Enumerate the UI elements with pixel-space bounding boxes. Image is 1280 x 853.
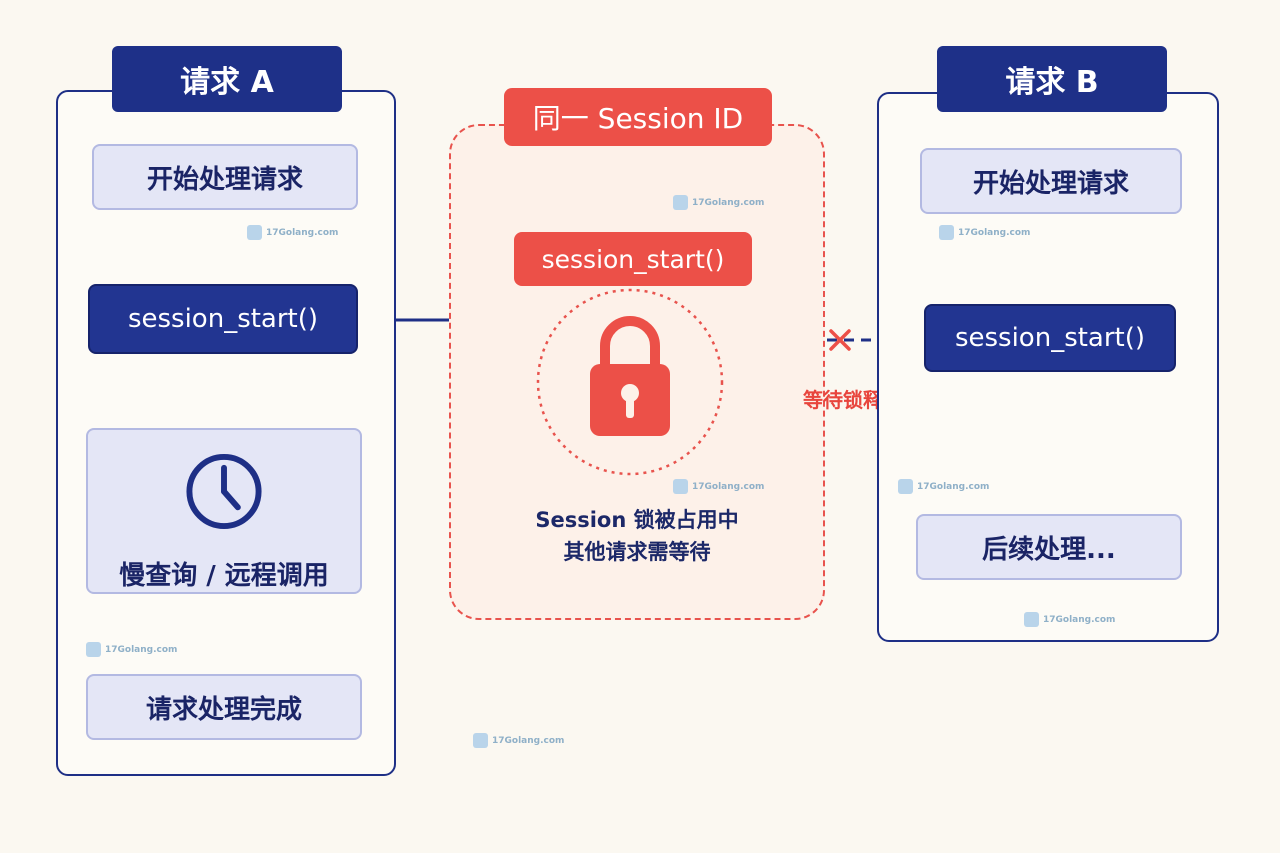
session-id-title: 同一 Session ID [504, 88, 772, 146]
watermark-text: 17Golang.com [105, 644, 178, 655]
lock-area [536, 288, 724, 476]
watermark-text: 17Golang.com [692, 481, 765, 492]
lock-status-line-2: 其他请求需等待 [563, 540, 711, 564]
watermark-text: 17Golang.com [266, 227, 339, 238]
blocked-x-icon [829, 329, 851, 351]
lock-status-line-1: Session 锁被占用中 [535, 508, 739, 532]
request-b-start-step: 开始处理请求 [920, 148, 1182, 214]
request-b-next-step: 后续处理... [916, 514, 1182, 580]
watermark-text: 17Golang.com [917, 481, 990, 492]
watermark-logo-icon [247, 225, 262, 240]
watermark-logo-icon [673, 479, 688, 494]
watermark-logo-icon [86, 642, 101, 657]
request-a-slow-step: 慢查询 / 远程调用 [86, 428, 362, 594]
watermark: 17Golang.com [1024, 612, 1115, 627]
session-start-badge: session_start() [514, 232, 752, 286]
watermark-logo-icon [1024, 612, 1039, 627]
clock-icon [186, 453, 262, 530]
watermark-logo-icon [898, 479, 913, 494]
watermark-text: 17Golang.com [1043, 614, 1116, 625]
lock-status-text: Session 锁被占用中 其他请求需等待 [470, 504, 804, 568]
request-a-slow-label: 慢查询 / 远程调用 [119, 561, 329, 591]
request-a-start-step: 开始处理请求 [92, 144, 358, 210]
request-b-title: 请求 B [937, 46, 1167, 112]
watermark: 17Golang.com [673, 479, 764, 494]
watermark: 17Golang.com [939, 225, 1030, 240]
watermark: 17Golang.com [247, 225, 338, 240]
request-b-session-start: session_start() [924, 304, 1176, 372]
lock-icon [590, 316, 670, 436]
watermark-logo-icon [939, 225, 954, 240]
watermark-text: 17Golang.com [492, 735, 565, 746]
watermark-logo-icon [473, 733, 488, 748]
watermark-text: 17Golang.com [692, 197, 765, 208]
request-a-session-start: session_start() [88, 284, 358, 354]
watermark-logo-icon [673, 195, 688, 210]
request-a-title: 请求 A [112, 46, 342, 112]
watermark-text: 17Golang.com [958, 227, 1031, 238]
watermark: 17Golang.com [673, 195, 764, 210]
watermark: 17Golang.com [86, 642, 177, 657]
watermark: 17Golang.com [473, 733, 564, 748]
watermark: 17Golang.com [898, 479, 989, 494]
request-a-done-step: 请求处理完成 [86, 674, 362, 740]
